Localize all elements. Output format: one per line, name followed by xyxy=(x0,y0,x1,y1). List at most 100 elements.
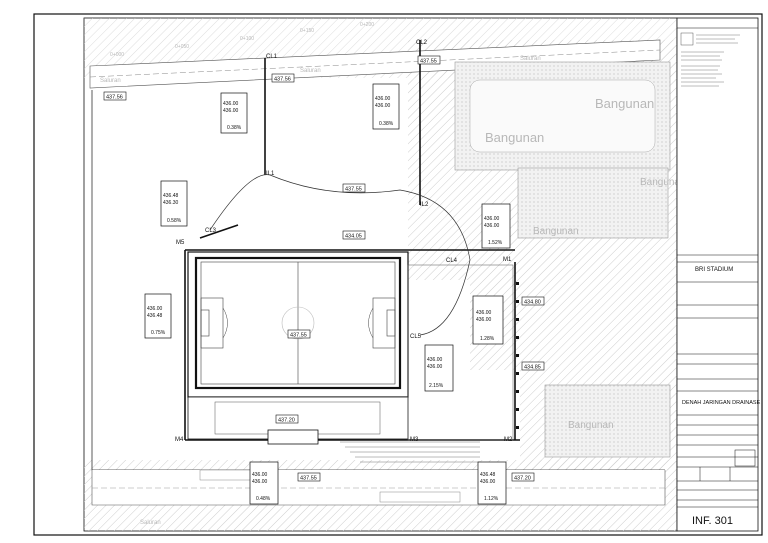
elev-tag: 437.55 xyxy=(417,55,441,65)
point-cl2: CL2 xyxy=(416,40,428,46)
svg-text:436.48: 436.48 xyxy=(163,193,179,199)
elev-tag: 437.20 xyxy=(511,472,535,482)
point-m5: M5 xyxy=(176,240,185,246)
road-label-3: Saluran xyxy=(520,56,541,62)
svg-text:1.28%: 1.28% xyxy=(480,336,495,342)
road-label: Saluran xyxy=(100,78,121,84)
elev-tag: 434.05 xyxy=(342,230,366,240)
svg-text:434.80: 434.80 xyxy=(524,300,541,306)
svg-text:0.75%: 0.75% xyxy=(151,330,166,336)
elev-tag: 437.20 xyxy=(275,414,299,424)
svg-text:0.58%: 0.58% xyxy=(167,218,182,224)
building-south: Bangunan xyxy=(544,384,671,458)
road-label-south: Saluran xyxy=(140,520,161,526)
svg-text:0.48%: 0.48% xyxy=(256,496,271,502)
drainage-lines xyxy=(184,40,520,441)
svg-text:436.00: 436.00 xyxy=(427,364,443,370)
svg-text:437.55: 437.55 xyxy=(300,476,317,482)
svg-text:436.00: 436.00 xyxy=(375,96,391,102)
point-m3: M3 xyxy=(410,437,419,443)
point-cl1: CL1 xyxy=(266,54,278,60)
svg-text:1.52%: 1.52% xyxy=(488,240,503,246)
point-cl4: CL4 xyxy=(446,258,458,264)
svg-text:437.20: 437.20 xyxy=(514,476,531,482)
point-cl3: CL3 xyxy=(205,228,217,234)
elev-tag: 437.56 xyxy=(103,91,127,101)
building-north: Bangunan Bangunan xyxy=(454,61,671,171)
svg-text:436.00: 436.00 xyxy=(484,223,500,229)
point-cl5: CL5 xyxy=(410,334,422,340)
building-label: Bangunan xyxy=(533,226,579,237)
building-label: Bangunan xyxy=(568,420,614,431)
road-tick: 0+100 xyxy=(240,36,254,42)
flow-path xyxy=(209,174,471,336)
road-tick: 0+000 xyxy=(110,52,124,58)
entrance-steps xyxy=(340,441,480,463)
svg-text:436.00: 436.00 xyxy=(223,108,239,114)
svg-text:436.00: 436.00 xyxy=(252,472,268,478)
svg-text:437.55: 437.55 xyxy=(290,333,307,339)
elev-tag: 437.55 xyxy=(342,183,366,193)
svg-text:434.85: 434.85 xyxy=(524,365,541,371)
elevation-tags: 437.56 437.56 437.55 437.55 434.05 437.5… xyxy=(103,55,545,482)
elev-tag: 437.55 xyxy=(297,472,321,482)
svg-text:434.05: 434.05 xyxy=(345,234,362,240)
elev-tag: 434.85 xyxy=(521,361,545,371)
svg-text:0.38%: 0.38% xyxy=(227,125,242,131)
road-strip: Saluran Saluran Saluran 0+000 0+050 0+10… xyxy=(89,22,661,89)
svg-text:436.00: 436.00 xyxy=(480,479,496,485)
svg-text:437.55: 437.55 xyxy=(345,187,362,193)
manhole-markers xyxy=(516,282,519,429)
svg-text:436.00: 436.00 xyxy=(476,310,492,316)
building-label: Bangunan xyxy=(485,130,544,145)
svg-text:0.38%: 0.38% xyxy=(379,121,394,127)
svg-text:436.48: 436.48 xyxy=(480,472,496,478)
svg-text:437.56: 437.56 xyxy=(274,77,291,83)
svg-text:436.00: 436.00 xyxy=(147,306,163,312)
elev-tag: 437.56 xyxy=(271,73,295,83)
point-m1: M1 xyxy=(503,257,512,263)
svg-text:437.20: 437.20 xyxy=(278,418,295,424)
building-mid: Bangunan Bangunan xyxy=(517,167,686,239)
svg-text:436.00: 436.00 xyxy=(375,103,391,109)
point-m2: M2 xyxy=(504,437,513,443)
legend-lines xyxy=(680,32,740,87)
road-tick: 0+150 xyxy=(300,28,314,34)
svg-text:437.56: 437.56 xyxy=(106,95,123,101)
project-name: BRI STADIUM xyxy=(695,267,733,273)
point-il2: IL2 xyxy=(420,202,429,208)
point-labels: CL1 CL2 IL1 IL2 CL3 CL4 CL5 M1 M2 M3 M4 … xyxy=(175,40,513,443)
elev-tag: 434.80 xyxy=(521,296,545,306)
svg-text:2.15%: 2.15% xyxy=(429,383,444,389)
svg-text:1.12%: 1.12% xyxy=(484,496,499,502)
road-tick: 0+050 xyxy=(175,44,189,50)
point-il1: IL1 xyxy=(266,171,275,177)
drawing-title: DENAH JARINGAN DRAINASE xyxy=(682,400,761,406)
svg-text:436.30: 436.30 xyxy=(163,200,179,206)
svg-text:436.00: 436.00 xyxy=(476,317,492,323)
road-tick: 0+200 xyxy=(360,22,374,28)
svg-text:437.55: 437.55 xyxy=(420,59,437,65)
svg-text:436.00: 436.00 xyxy=(223,101,239,107)
stadium xyxy=(187,251,514,445)
building-label: Bangunan xyxy=(640,177,686,188)
svg-text:436.00: 436.00 xyxy=(252,479,268,485)
point-m4: M4 xyxy=(175,437,184,443)
title-block: BRI STADIUM DENAH JARINGAN DRAINASE INF.… xyxy=(676,17,761,532)
svg-text:436.48: 436.48 xyxy=(147,313,163,319)
sheet-number: INF. 301 xyxy=(692,515,733,527)
elev-tag: 437.55 xyxy=(287,329,311,339)
svg-text:436.00: 436.00 xyxy=(484,216,500,222)
building-label: Bangunan xyxy=(595,96,654,111)
